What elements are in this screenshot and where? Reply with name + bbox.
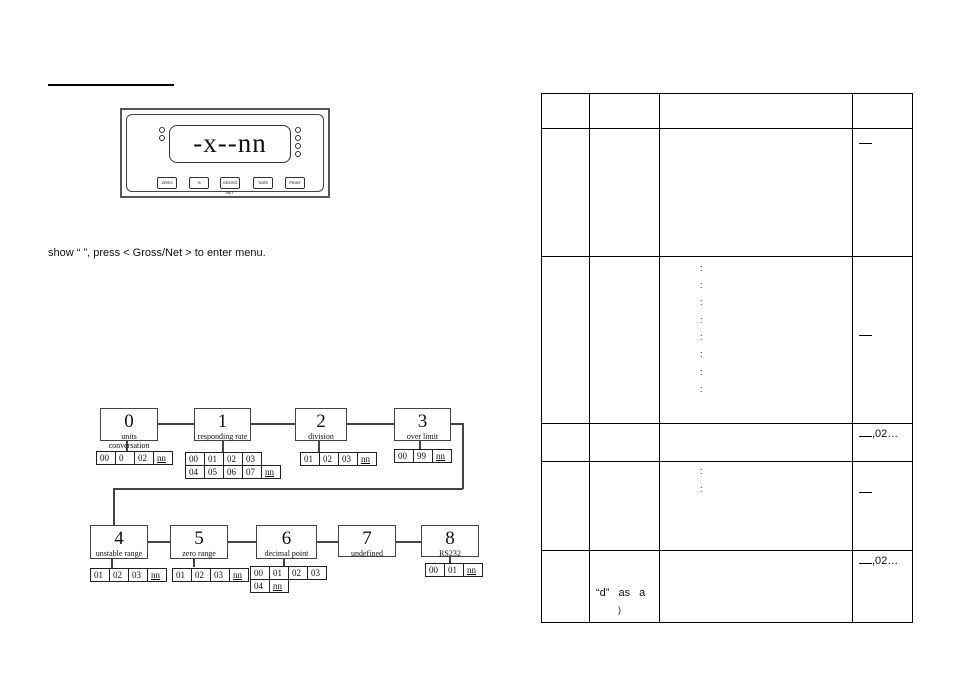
parameter-table: :::::::: ,02… :: “d” as a) ,02… <box>541 93 913 623</box>
option-cell: nn <box>153 451 173 465</box>
heading-underline <box>48 84 174 86</box>
option-cell: 02 <box>109 568 129 582</box>
table-row: :::::::: <box>541 256 913 424</box>
option-cell: 03 <box>128 568 148 582</box>
option-cell: 01 <box>172 568 192 582</box>
option-cell: 00 <box>250 566 270 580</box>
option-cell: nn <box>357 452 377 466</box>
option-cell: 01 <box>90 568 110 582</box>
zero-key: ZERO <box>157 177 177 189</box>
option-cell: 02 <box>134 451 154 465</box>
tare-key: TARE <box>253 177 273 189</box>
option-cell: nn <box>261 465 281 479</box>
lcd-display: -x--nn <box>169 125 291 163</box>
option-cell: 01 <box>444 563 464 577</box>
option-cell: nn <box>432 449 452 463</box>
print-key: PRINT <box>285 177 305 189</box>
option-cell: nn <box>463 563 483 577</box>
gross-net-key: GROSS NET <box>220 177 240 195</box>
default-value: ,02… <box>872 555 899 567</box>
option-cell: 00 <box>185 452 205 466</box>
table-row: ,02… <box>541 423 913 462</box>
option-cell: 02 <box>288 566 308 580</box>
option-cell: 02 <box>223 452 243 466</box>
option-cell: 02 <box>191 568 211 582</box>
table-row: “d” as a) ,02… <box>541 550 913 623</box>
percent-key: % <box>189 177 209 189</box>
option-cell: 07 <box>242 465 262 479</box>
table-row: :: <box>541 461 913 551</box>
option-cell: 00 <box>96 451 116 465</box>
option-cell: 01 <box>300 452 320 466</box>
option-cell: 01 <box>269 566 289 580</box>
option-cell: 03 <box>242 452 262 466</box>
default-value: ,02… <box>872 428 899 440</box>
option-cell: 03 <box>338 452 358 466</box>
option-cell: 05 <box>204 465 224 479</box>
option-cell: 01 <box>204 452 224 466</box>
option-cell: nn <box>269 579 289 593</box>
option-cell: nn <box>229 568 249 582</box>
option-cell: 04 <box>250 579 270 593</box>
option-cell: 02 <box>319 452 339 466</box>
option-cell: nn <box>147 568 167 582</box>
instruction-text: show “ ”, press < Gross/Net > to enter m… <box>48 247 266 259</box>
option-cell: 00 <box>425 563 445 577</box>
option-cell: 03 <box>210 568 230 582</box>
option-cell: 99 <box>413 449 433 463</box>
option-cell: 04 <box>185 465 205 479</box>
table-row <box>541 128 913 257</box>
option-cell: 06 <box>223 465 243 479</box>
option-cell: 03 <box>307 566 327 580</box>
option-cell: 00 <box>394 449 414 463</box>
indicator-panel-illustration: -x--nn ZERO % GROSS NET TARE PRINT <box>120 108 330 198</box>
option-cell: 0 <box>115 451 135 465</box>
